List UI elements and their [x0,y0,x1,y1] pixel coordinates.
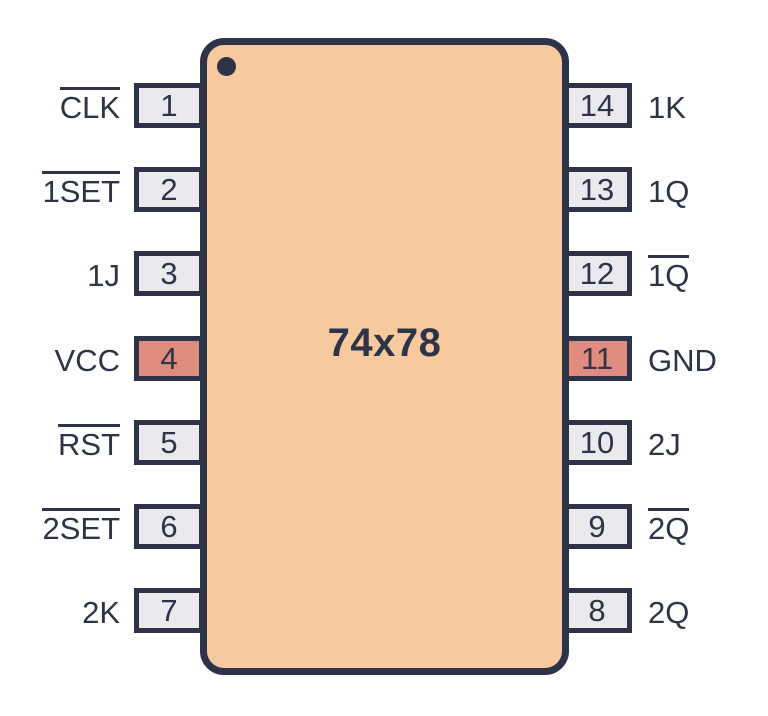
pin-8-label: 2Q [648,594,690,630]
pin-9-number: 9 [588,509,606,544]
pin-6-number: 6 [160,509,178,544]
pin-14-number: 14 [579,88,615,123]
pin-7-label: 2K [82,594,120,630]
pin-2-number: 2 [160,172,178,207]
pin-row-6: 2SET 6 [0,504,204,549]
pin-row-9: 9 2Q [562,504,768,549]
pin-13-number: 13 [579,172,615,207]
pin-11-label: GND [648,342,717,378]
pin-7-box: 7 [134,588,204,633]
pin-4-label: VCC [54,342,120,378]
pin-4-number: 4 [160,341,178,376]
pin-row-8: 8 2Q [562,588,768,633]
pin-12-number: 12 [579,256,615,291]
pin-8-box: 8 [562,588,632,633]
pin-12-label: 1Q [648,254,690,293]
pin-4-box: 4 [134,336,204,381]
pin-5-label: RST [58,423,120,462]
pin-3-number: 3 [160,256,178,291]
pin-10-label: 2J [648,426,681,462]
pin-2-box: 2 [134,167,204,212]
pin-row-7: 2K 7 [0,588,204,633]
pin-9-box: 9 [562,504,632,549]
pin-5-box: 5 [134,420,204,465]
chip-title: 74x78 [327,321,442,365]
pin-8-number: 8 [588,593,606,628]
pin-6-label: 2SET [42,507,120,546]
chip-body: 74x78 [200,38,569,675]
pin-14-box: 14 [562,83,632,128]
pin-1-label: CLK [59,86,120,125]
pin-row-12: 12 1Q [562,251,768,296]
pin-13-label: 1Q [648,173,690,209]
pin-row-13: 13 1Q [562,167,768,212]
pin-row-2: 1SET 2 [0,167,204,212]
pin-row-4: VCC 4 [0,336,204,381]
pin-11-box: 11 [562,336,632,381]
pin-row-14: 14 1K [562,83,768,128]
pin-14-label: 1K [648,89,686,125]
pin-10-box: 10 [562,420,632,465]
pin-10-number: 10 [579,425,615,460]
pin-3-box: 3 [134,251,204,296]
pin-row-11: 11 GND [562,336,768,381]
pin-row-5: RST 5 [0,420,204,465]
pin-row-10: 10 2J [562,420,768,465]
pin-1-number: 1 [160,88,178,123]
pin-1-box: 1 [134,83,204,128]
pin-6-box: 6 [134,504,204,549]
pin1-indicator-dot [217,57,236,76]
pin-3-label: 1J [87,257,120,293]
pin-13-box: 13 [562,167,632,212]
pin-row-3: 1J 3 [0,251,204,296]
pin-9-label: 2Q [648,507,690,546]
pin-7-number: 7 [160,593,178,628]
pin-5-number: 5 [160,425,178,460]
pin-12-box: 12 [562,251,632,296]
pin-11-number: 11 [580,341,614,376]
pin-row-1: CLK 1 [0,83,204,128]
pin-2-label: 1SET [42,170,120,209]
